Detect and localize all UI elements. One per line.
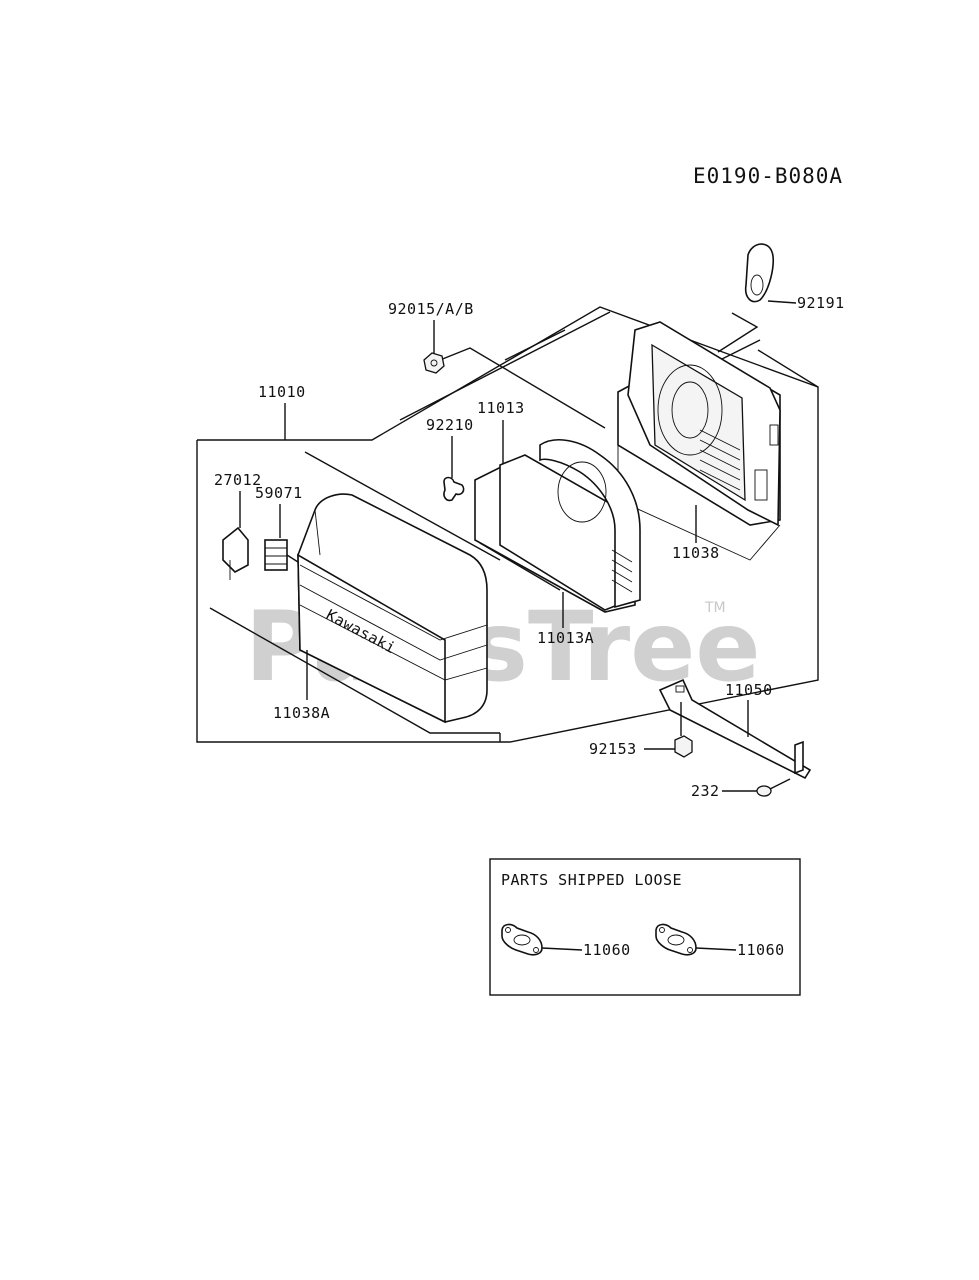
part-232-bolt xyxy=(722,778,791,797)
callout-11013A: 11013A xyxy=(537,629,594,647)
parts-shipped-loose-box: PARTS SHIPPED LOOSE 11060 11060 xyxy=(489,858,801,996)
loose-box-title: PARTS SHIPPED LOOSE xyxy=(501,871,682,889)
part-11060-gasket-1 xyxy=(501,923,583,956)
part-92153-nut xyxy=(644,702,693,758)
part-11013A-filter xyxy=(474,439,641,628)
callout-11060-a: 11060 xyxy=(583,941,631,959)
part-11050-bracket xyxy=(658,678,812,780)
callout-11010: 11010 xyxy=(258,383,306,401)
callout-27012: 27012 xyxy=(214,471,262,489)
callout-11038A: 11038A xyxy=(273,704,330,722)
part-92191-clip xyxy=(717,243,797,353)
callout-11013: 11013 xyxy=(477,399,525,417)
part-59071-spring xyxy=(264,539,299,571)
group-outline xyxy=(196,306,819,743)
callout-92191: 92191 xyxy=(797,294,845,312)
callout-11038: 11038 xyxy=(672,544,720,562)
trademark-symbol: TM xyxy=(704,600,726,616)
callout-92153: 92153 xyxy=(589,740,637,758)
part-11038-housing xyxy=(617,321,781,561)
callout-11050: 11050 xyxy=(725,681,773,699)
part-92015-nut xyxy=(423,352,445,374)
part-92210-wing-nut xyxy=(443,476,465,502)
callout-232: 232 xyxy=(691,782,720,800)
callout-11060-b: 11060 xyxy=(737,941,785,959)
callout-59071: 59071 xyxy=(255,484,303,502)
diagram-code: E0190-B080A xyxy=(693,164,843,188)
part-11038A-cover: Kawasaki xyxy=(297,493,488,724)
callout-92015: 92015/A/B xyxy=(388,300,474,318)
part-27012-latch xyxy=(222,526,249,580)
callout-92210: 92210 xyxy=(426,416,474,434)
part-11060-gasket-2 xyxy=(655,923,737,956)
